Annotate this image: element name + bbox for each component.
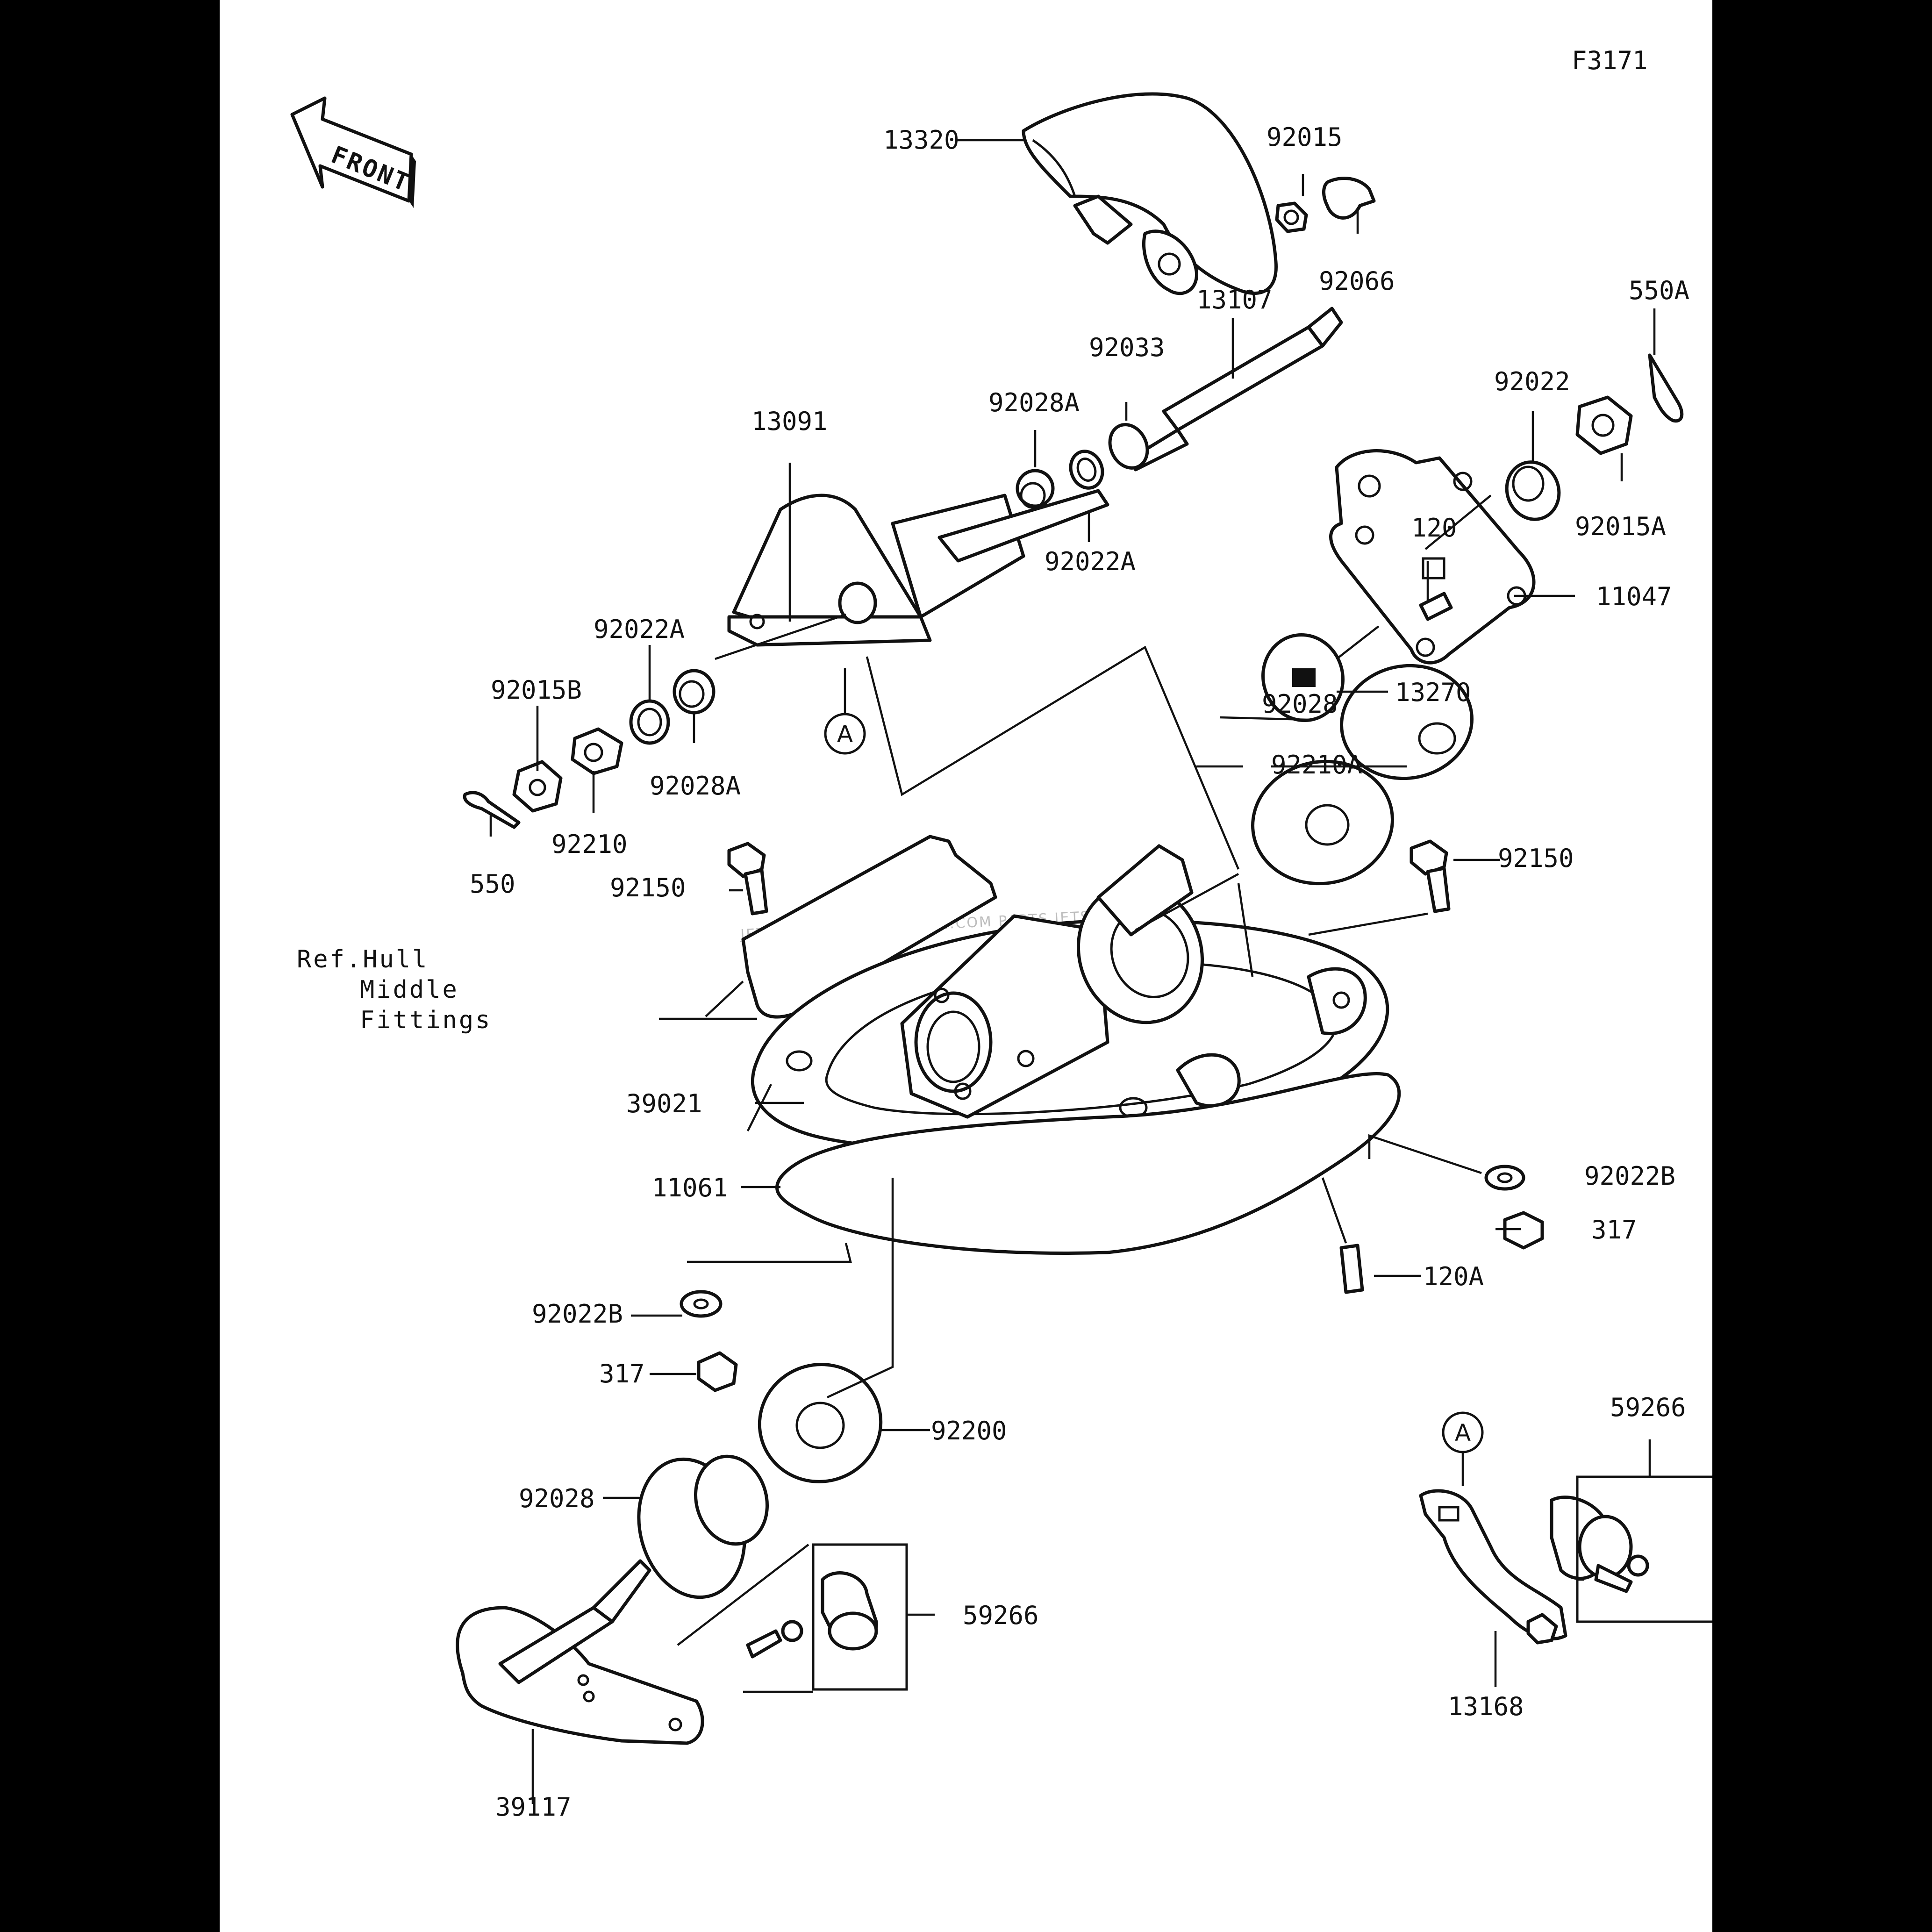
nut-317-right-part <box>1503 1211 1544 1250</box>
screw-120-part <box>1419 592 1453 621</box>
label-317-left: 317 <box>599 1359 645 1388</box>
reference-note-line-2: Middle <box>360 976 459 1004</box>
callout-marker-a-upper: A <box>824 713 866 755</box>
callout-marker-a-lower-label: A <box>1455 1419 1471 1446</box>
label-92210A: 92210A <box>1271 750 1362 780</box>
damper-92200-part <box>758 1363 883 1483</box>
cotter-pin-550A-part <box>1648 353 1684 423</box>
label-92210: 92210 <box>551 830 628 859</box>
bracket-plate-11047-part <box>1329 449 1536 665</box>
label-550A: 550A <box>1629 276 1689 305</box>
circlip-92033-part <box>1108 423 1149 470</box>
washer-92022A-part <box>1069 450 1104 490</box>
handle-grip-part <box>1022 92 1278 295</box>
label-550: 550 <box>470 869 515 899</box>
label-92022: 92022 <box>1494 367 1570 396</box>
label-59266-left: 59266 <box>963 1601 1039 1630</box>
label-13091: 13091 <box>751 407 828 436</box>
label-92028A-left: 92028A <box>650 771 741 801</box>
label-11047: 11047 <box>1596 582 1672 611</box>
label-92022B-left: 92022B <box>532 1299 623 1329</box>
bush-92028A-top-part <box>1016 469 1055 509</box>
label-92150-left: 92150 <box>610 873 686 902</box>
detail-box-59266-left <box>812 1543 908 1691</box>
damper-92028-top-part <box>1251 759 1394 886</box>
label-13107: 13107 <box>1196 285 1273 315</box>
disc-13270-part <box>1261 633 1345 723</box>
label-120A: 120A <box>1423 1262 1484 1291</box>
label-92066: 92066 <box>1319 266 1395 296</box>
shaft-13107-part <box>1134 307 1343 472</box>
label-120: 120 <box>1411 513 1457 543</box>
lever-bracket-13168-part <box>1419 1489 1567 1645</box>
nut-92210-part <box>571 727 623 775</box>
reference-note-line-3: Fittings <box>360 1006 492 1034</box>
label-92033: 92033 <box>1089 333 1165 362</box>
castle-nut-92015A-part <box>1575 395 1633 455</box>
parts-diagram-sheet: F3171 FRONT JETSKI.COM PARTS.JETSKI.COM … <box>220 0 1712 1932</box>
label-92015: 92015 <box>1267 122 1343 152</box>
washer-92022A-left-part <box>629 699 670 745</box>
label-92022A-lower: 92022A <box>1045 547 1136 576</box>
nut-92015-part <box>1275 201 1308 233</box>
label-317-right: 317 <box>1591 1215 1637 1245</box>
front-arrow-icon: FRONT <box>290 96 416 208</box>
part-labels: 13320 92015 92066 13107 92033 550A 92028… <box>470 122 1689 1822</box>
label-92028-bottom: 92028 <box>519 1484 595 1513</box>
castle-nut-92015B-part <box>512 760 563 813</box>
leader-lines <box>489 139 1656 1804</box>
label-92015B: 92015B <box>491 675 582 705</box>
screw-120A-part <box>1339 1244 1364 1294</box>
label-92022B-right: 92022B <box>1584 1161 1675 1191</box>
callout-marker-a-upper-label: A <box>837 721 853 748</box>
pump-body-part <box>900 844 1367 1119</box>
steering-arm-39117-part <box>456 1559 704 1745</box>
label-11061: 11061 <box>652 1173 728 1202</box>
label-59266-right: 59266 <box>1610 1393 1686 1422</box>
label-92028A-top: 92028A <box>988 388 1080 417</box>
label-92015A: 92015A <box>1575 512 1666 541</box>
washer-92022B-right-part <box>1484 1165 1525 1191</box>
label-13270: 13270 <box>1395 678 1471 707</box>
ball-joint-59266-right-part <box>1550 1496 1649 1593</box>
ball-joint-59266-left-part <box>746 1571 878 1659</box>
hull-fitting-bracket <box>741 835 997 1019</box>
label-92150-right: 92150 <box>1498 844 1574 873</box>
label-13168: 13168 <box>1448 1692 1524 1721</box>
nut-317-left-part <box>697 1351 738 1392</box>
cotter-pin-550-part <box>463 791 521 829</box>
label-92022A-left: 92022A <box>594 615 685 644</box>
exploded-parts-diagram: F3171 FRONT JETSKI.COM PARTS.JETSKI.COM … <box>290 46 1712 1822</box>
figure-code: F3171 <box>1572 46 1648 75</box>
callout-marker-a-lower: A <box>1442 1411 1484 1453</box>
label-13320: 13320 <box>883 125 959 155</box>
label-39117: 39117 <box>495 1792 572 1822</box>
damper-92210A-part <box>1340 664 1474 780</box>
bolt-92150-right-part <box>1410 839 1451 913</box>
clip-92066-part <box>1322 177 1376 220</box>
label-92200: 92200 <box>931 1416 1007 1445</box>
washer-92022B-left-part <box>680 1290 723 1318</box>
damper-92028-bottom-part <box>637 1454 769 1599</box>
reference-note-line-1: Ref.Hull <box>297 945 429 973</box>
steering-housing-13091-part <box>727 489 1109 647</box>
bolt-92150-left-part <box>727 842 768 916</box>
label-92028-top: 92028 <box>1262 689 1338 719</box>
bush-92028A-left-part <box>673 669 716 715</box>
label-39021: 39021 <box>626 1089 702 1118</box>
collar-92022-part <box>1505 460 1561 521</box>
